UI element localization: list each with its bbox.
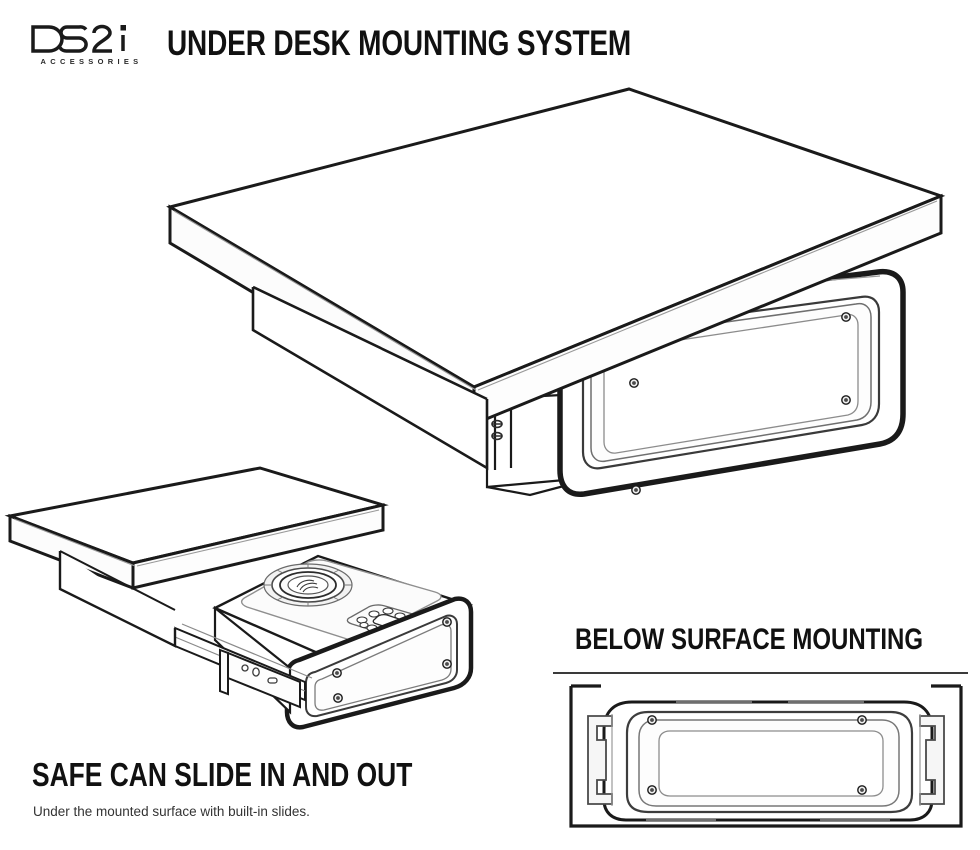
logo-i-dot [120,25,126,31]
bezel-screw-top-right [841,312,851,322]
bracket-screws [491,419,503,441]
slid-out-safe [212,554,474,730]
header: ACCESSORIES UNDER DESK MOUNTING SYSTEM [0,0,980,80]
mounted-safe-body [557,268,906,497]
safe-slid-out-scene [4,466,474,730]
elevation-screw-top-right [857,715,867,725]
brand-subtitle: ACCESSORIES [40,57,143,66]
slide-heading: SAFE CAN SLIDE IN AND OUT [32,756,413,793]
slide-caption: Under the mounted surface with built-in … [33,804,310,819]
elevation-screw-top-left [647,715,657,725]
below-surface-heading: BELOW SURFACE MOUNTING [575,623,923,656]
brand-logo: ACCESSORIES [30,24,150,66]
elevation-screw-bottom-left [647,785,657,795]
slideout-bezel-screw-tr [442,617,452,627]
below-surface-divider [553,672,968,674]
elevation-screw-bottom-right [857,785,867,795]
mounted-surface [4,466,389,648]
bezel-screw-top-left [629,378,639,388]
ds2i-logomark-icon [31,24,126,53]
desk-apron [251,285,489,471]
fingerprint-reader-icon [263,563,353,607]
slideout-bezel-screw-br [442,659,452,669]
below-surface-mounting-elevation [569,684,963,828]
desk-with-mounted-safe [166,87,946,497]
slideout-bezel-screw-bl [333,693,343,703]
slideout-bezel-screw-tl [332,668,342,678]
page-title: UNDER DESK MOUNTING SYSTEM [167,24,632,63]
bezel-screw-bottom-left [631,485,641,495]
bezel-screw-bottom-right [841,395,851,405]
